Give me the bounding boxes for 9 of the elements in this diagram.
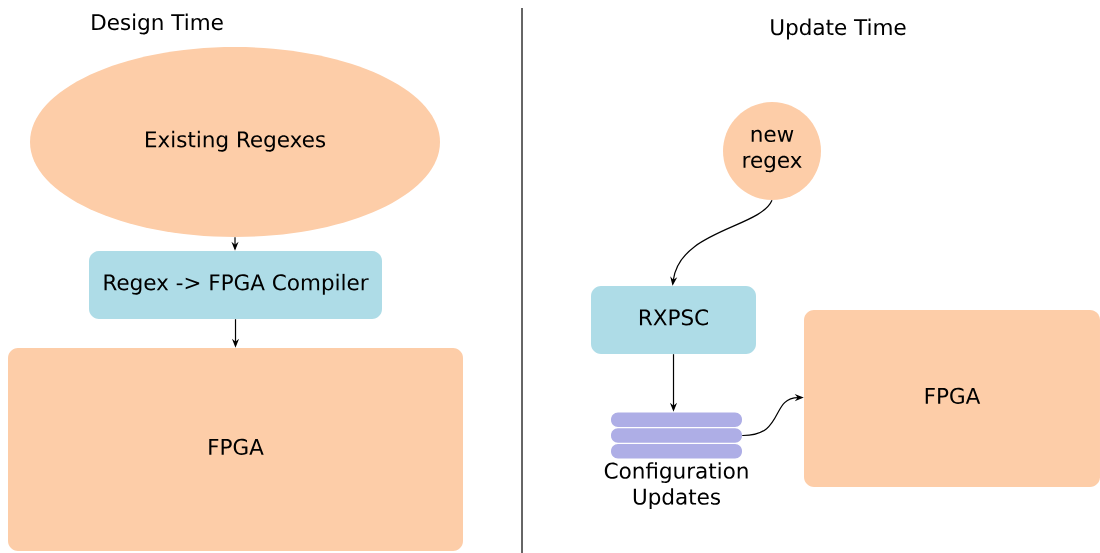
circle-node: new regex (723, 102, 821, 200)
stacked-bars (611, 412, 742, 459)
device-box: FPGA (8, 348, 463, 551)
process-box: Regex -> FPGA Compiler (89, 251, 382, 319)
node-label: Configuration Updates (604, 462, 748, 509)
section-heading: Update Time (771, 18, 906, 40)
ellipse-node: Existing Regexes (30, 47, 440, 237)
process-box: RXPSC (591, 286, 756, 354)
device-box: FPGA (804, 310, 1100, 487)
